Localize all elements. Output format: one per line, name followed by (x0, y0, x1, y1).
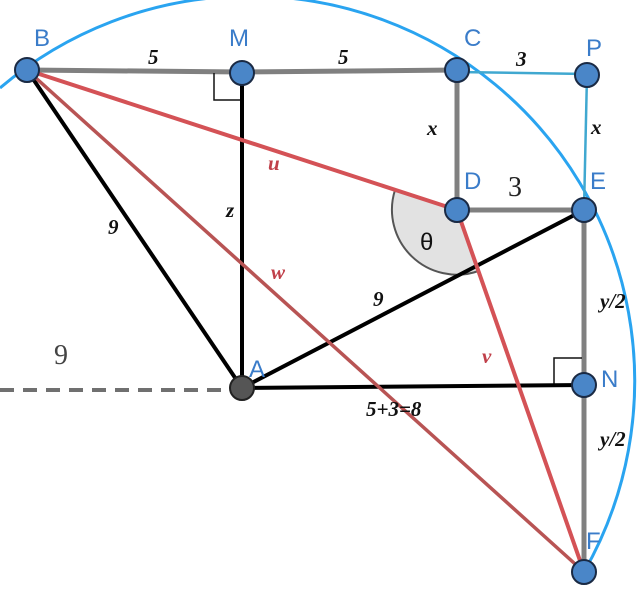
point-c[interactable] (444, 57, 470, 83)
label-n: N (601, 366, 618, 393)
label-en: y/2 (597, 289, 626, 313)
segment-ba (25, 68, 244, 390)
label-pe: x (590, 115, 602, 139)
label-de: 3 (508, 172, 522, 203)
label-cd: x (426, 116, 438, 140)
point-d[interactable] (444, 197, 470, 223)
point-p[interactable] (574, 62, 600, 88)
label-radius-left: 9 (54, 340, 68, 371)
segment-w (25, 68, 586, 574)
segment-ae (241, 208, 585, 390)
segment-u (26, 68, 458, 212)
label-a: A (249, 356, 265, 383)
segment-v (455, 209, 586, 573)
label-v: v (482, 344, 492, 368)
label-b: B (34, 25, 50, 52)
label-nf: y/2 (597, 427, 626, 451)
label-ma: z (225, 198, 235, 222)
label-theta: θ (420, 229, 433, 256)
label-c: C (464, 25, 481, 52)
label-ba: 9 (108, 215, 119, 239)
label-bm: 5 (148, 45, 159, 69)
segment-bm (26, 67, 243, 75)
right-angle-m (213, 73, 240, 101)
point-f[interactable] (571, 559, 597, 585)
label-e: E (590, 168, 606, 195)
segment-cp (456, 70, 588, 76)
label-an: 5+3=8 (366, 397, 422, 421)
segment-an (241, 383, 585, 390)
right-angle-n (553, 357, 582, 385)
label-cp: 3 (515, 47, 527, 71)
label-w: w (271, 260, 286, 284)
point-e[interactable] (571, 197, 597, 223)
label-f: F (586, 528, 601, 555)
point-m[interactable] (229, 60, 255, 86)
circle-arc (0, 0, 637, 573)
label-m: M (229, 25, 249, 52)
label-ae: 9 (373, 287, 384, 311)
label-p: P (586, 35, 602, 62)
point-b[interactable] (14, 57, 40, 83)
segment-mc (241, 67, 458, 75)
label-mc: 5 (338, 45, 349, 69)
point-a[interactable] (229, 375, 255, 401)
point-n[interactable] (571, 372, 597, 398)
label-u: u (268, 151, 280, 175)
label-d: D (464, 168, 481, 195)
segment-pe (582, 73, 589, 211)
